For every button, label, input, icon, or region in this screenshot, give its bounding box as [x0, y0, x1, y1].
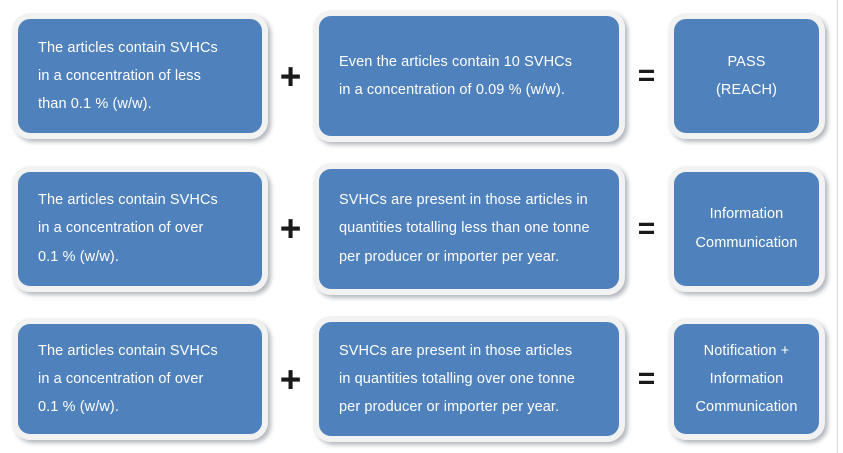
- row-3-outcome-text: Notification + Information Communication: [685, 337, 807, 422]
- row-3-qualifier-box[interactable]: SVHCs are present in those articles in q…: [313, 316, 625, 442]
- text-line: The articles contain SVHCs: [38, 342, 218, 359]
- text-line: in quantities totalling over one tonne: [339, 370, 575, 387]
- text-line: PASS: [727, 53, 766, 70]
- row-2-condition-text: The articles contain SVHCs in a concentr…: [18, 186, 262, 271]
- right-edge-divider: [837, 0, 838, 453]
- diagram-row-2: The articles contain SVHCs in a concentr…: [0, 156, 843, 301]
- row-3-condition-box[interactable]: The articles contain SVHCs in a concentr…: [12, 318, 268, 440]
- diagram-row-1: The articles contain SVHCs in a concentr…: [0, 6, 843, 146]
- row-1-condition-box[interactable]: The articles contain SVHCs in a concentr…: [12, 13, 268, 139]
- row-2-qualifier-text: SVHCs are present in those articles in q…: [319, 186, 619, 271]
- text-line: Information: [709, 370, 784, 387]
- text-line: Communication: [695, 399, 798, 416]
- text-line: 0.1 % (w/w).: [38, 399, 119, 416]
- text-line: in a concentration of less: [38, 67, 201, 84]
- row-1-qualifier-box[interactable]: Even the articles contain 10 SVHCs in a …: [313, 10, 625, 142]
- row-3-outcome-box[interactable]: Notification + Information Communication: [668, 318, 825, 440]
- row-2-condition-box[interactable]: The articles contain SVHCs in a concentr…: [12, 165, 268, 292]
- plus-icon: +: [279, 55, 302, 97]
- text-line: than 0.1 % (w/w).: [38, 96, 152, 113]
- text-line: SVHCs are present in those articles: [339, 342, 573, 359]
- row-1-qualifier-text: Even the articles contain 10 SVHCs in a …: [319, 48, 619, 105]
- diagram-row-3: The articles contain SVHCs in a concentr…: [0, 308, 843, 450]
- text-line: Information: [709, 206, 784, 223]
- row-2-outcome-text: Information Communication: [685, 200, 807, 257]
- equals-icon: =: [637, 59, 656, 92]
- row-1-condition-text: The articles contain SVHCs in a concentr…: [18, 34, 262, 119]
- text-line: Communication: [695, 234, 798, 251]
- text-line: in a concentration of over: [38, 370, 204, 387]
- plus-icon: +: [279, 358, 302, 400]
- row-3-condition-text: The articles contain SVHCs in a concentr…: [18, 337, 262, 422]
- text-line: The articles contain SVHCs: [38, 192, 218, 209]
- text-line: The articles contain SVHCs: [38, 39, 218, 56]
- text-line: SVHCs are present in those articles in: [339, 192, 588, 209]
- row-2-outcome-box[interactable]: Information Communication: [668, 165, 825, 292]
- text-line: (REACH): [715, 82, 778, 98]
- equals-icon: =: [637, 362, 656, 395]
- plus-icon: +: [279, 208, 302, 249]
- text-line: per producer or importer per year.: [339, 399, 560, 416]
- text-line: Even the articles contain 10 SVHCs: [339, 53, 573, 70]
- text-line: Notification +: [703, 342, 790, 359]
- row-2-qualifier-box[interactable]: SVHCs are present in those articles in q…: [313, 162, 625, 295]
- text-line: in a concentration of 0.09 % (w/w).: [339, 82, 565, 98]
- text-line: quantities totalling less than one tonne: [339, 220, 590, 237]
- row-1-outcome-box[interactable]: PASS (REACH): [668, 13, 825, 139]
- row-3-qualifier-text: SVHCs are present in those articles in q…: [319, 337, 619, 422]
- text-line: in a concentration of over: [38, 220, 204, 237]
- row-1-outcome-text: PASS (REACH): [706, 48, 787, 105]
- text-line: per producer or importer per year.: [339, 248, 560, 265]
- equals-icon: =: [637, 211, 656, 245]
- text-line: 0.1 % (w/w).: [38, 248, 119, 265]
